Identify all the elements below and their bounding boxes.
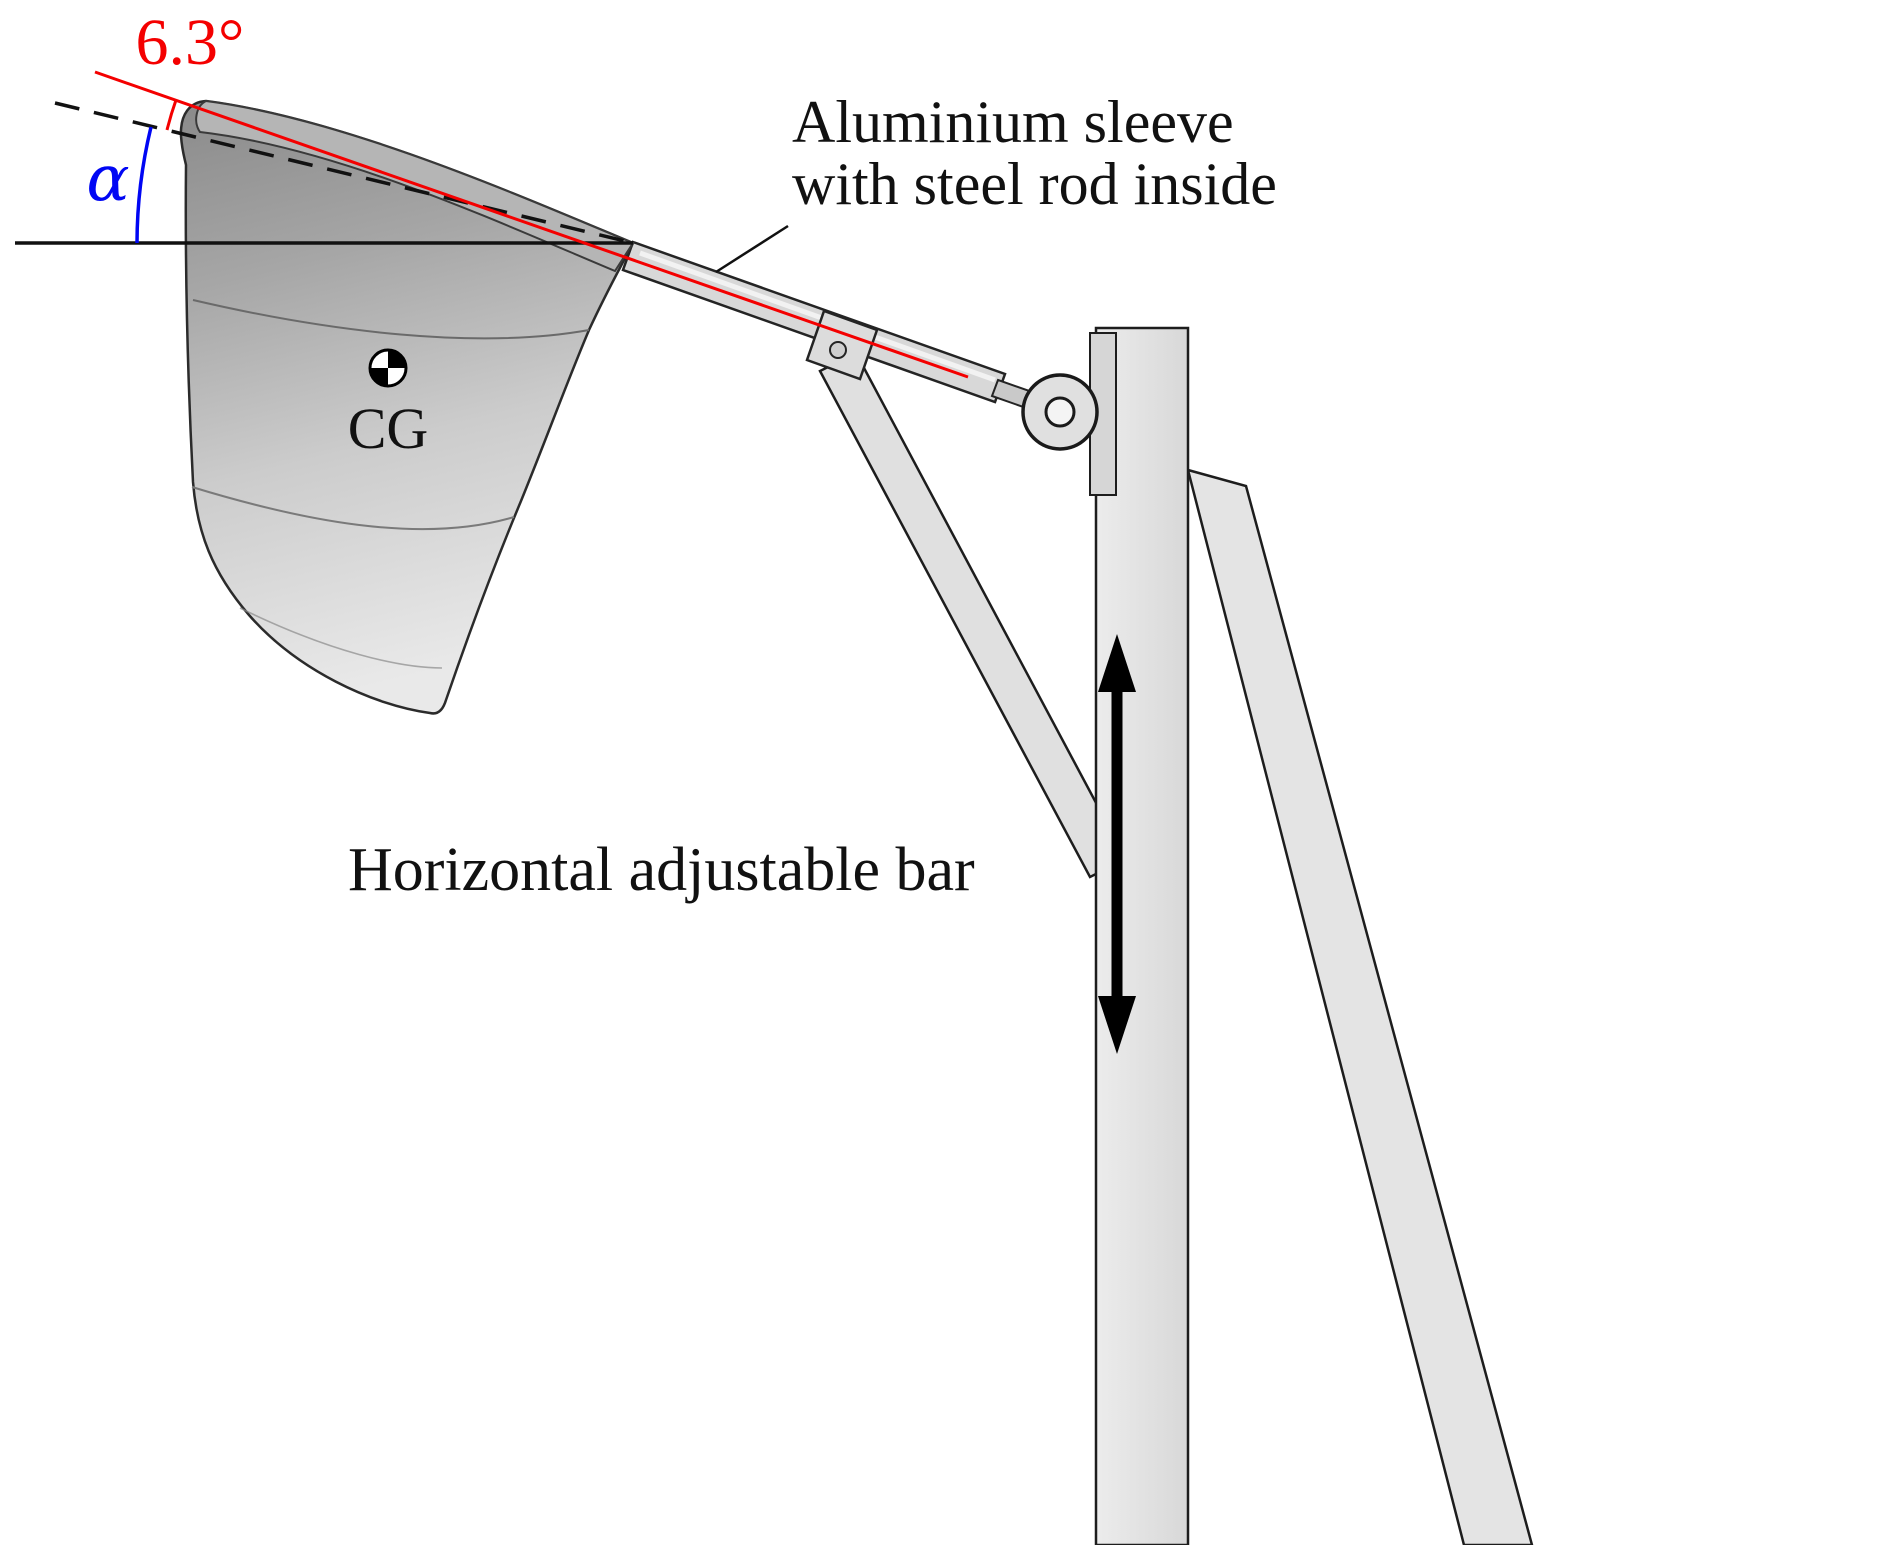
wing-top-strip xyxy=(195,99,635,273)
support-column xyxy=(1094,326,1190,1545)
pivot-washer-inner xyxy=(1044,396,1076,428)
offset-angle-label: 6.3° xyxy=(136,6,245,79)
sleeve-label-line2: with steel rod inside xyxy=(792,151,1277,217)
diagonal-brace xyxy=(1186,468,1534,1545)
arrow-head-down xyxy=(1098,996,1136,1054)
arrow-head-up xyxy=(1098,634,1136,692)
wing-contour-3 xyxy=(239,607,443,669)
vertical-double-arrow-icon xyxy=(1098,634,1136,1054)
sleeve-highlight xyxy=(639,250,996,383)
clamp-screw-icon xyxy=(829,341,847,359)
alpha-angle-arc xyxy=(135,126,153,244)
wing-contour-2 xyxy=(191,486,515,531)
alpha-label: α xyxy=(86,142,129,216)
cg-wedge-bottom-left xyxy=(370,368,388,386)
rod-axis-red-line xyxy=(94,70,969,379)
cg-symbol-icon xyxy=(368,348,408,388)
adjustable-bar-label: Horizontal adjustable bar xyxy=(348,836,975,904)
wing-contour-1 xyxy=(192,299,590,340)
offset-angle-arc xyxy=(165,99,178,131)
chord-dashed-line xyxy=(54,101,634,245)
cg-label: CG xyxy=(348,396,429,461)
sleeve-leader-line xyxy=(715,224,789,274)
cg-wedge-top-right xyxy=(388,350,406,368)
sleeve-label-line1: Aluminium sleeve xyxy=(792,89,1234,155)
